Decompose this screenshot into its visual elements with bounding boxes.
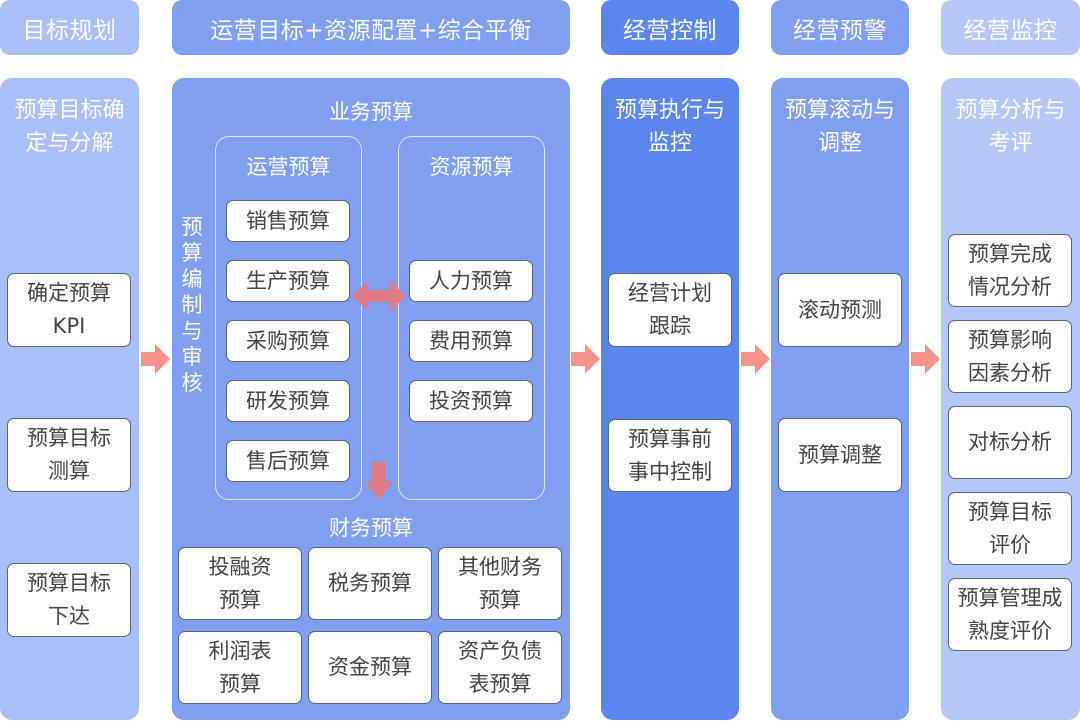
column-monitor: 预算分析与 考评 预算完成情况分析 预算影响因素分析 对标分析 预算目标评价 预… — [941, 78, 1080, 720]
box-investment-budget: 投资预算 — [409, 380, 533, 422]
box-plan-tracking: 经营计划跟踪 — [608, 273, 732, 347]
column-target-title: 预算目标确 定与分解 — [0, 94, 139, 160]
box-label: 对标分析 — [968, 430, 1052, 454]
box-label: 确定预算KPI — [27, 281, 111, 338]
box-label: 预算事前事中控制 — [628, 426, 712, 484]
title-line: 考评 — [988, 131, 1033, 156]
title-line: 调整 — [817, 131, 862, 156]
box-maturity-evaluation: 预算管理成熟度评价 — [948, 578, 1072, 651]
title-line: 监控 — [647, 131, 692, 156]
flow-arrow-icon — [141, 344, 170, 374]
box-hr-budget: 人力预算 — [409, 260, 533, 302]
flow-arrow-icon — [741, 344, 770, 374]
column-control: 预算执行与 监控 经营计划跟踪 预算事前事中控制 — [601, 78, 739, 720]
column-warning-title: 预算滚动与 调整 — [771, 94, 909, 160]
flow-arrow-icon — [571, 344, 600, 374]
box-label: 预算目标下达 — [27, 571, 111, 628]
title-line: 预算执行与 — [614, 98, 725, 123]
budget-compile-review-label: 预算编制与审核 — [181, 215, 203, 395]
operating-budget-panel: 运营预算 销售预算 生产预算 采购预算 研发预算 售后预算 — [215, 136, 362, 500]
box-label: 税务预算 — [328, 571, 412, 595]
box-budget-adjustment: 预算调整 — [778, 418, 902, 492]
flow-arrow-icon — [911, 344, 940, 374]
box-other-finance-budget: 其他财务预算 — [438, 547, 562, 620]
header-operational-monitoring: 经营监控 — [941, 0, 1080, 55]
box-rd-budget: 研发预算 — [226, 380, 350, 422]
box-financing-budget: 投融资预算 — [178, 547, 302, 620]
resource-budget-panel: 资源预算 人力预算 费用预算 投资预算 — [398, 136, 545, 500]
box-target-calc: 预算目标测算 — [7, 418, 131, 492]
box-factor-analysis: 预算影响因素分析 — [948, 320, 1072, 393]
title-line: 预算目标确 — [14, 98, 125, 123]
box-label: 预算目标测算 — [27, 426, 111, 483]
title-line: 定与分解 — [25, 131, 114, 156]
bidirectional-arrow-icon — [352, 281, 406, 311]
box-target-issue: 预算目标下达 — [7, 563, 131, 637]
box-expense-budget: 费用预算 — [409, 320, 533, 362]
box-label: 资金预算 — [328, 655, 412, 679]
box-rolling-forecast: 滚动预测 — [778, 273, 902, 347]
header-target-planning: 目标规划 — [0, 0, 139, 55]
box-income-statement-budget: 利润表预算 — [178, 631, 302, 704]
column-warning: 预算滚动与 调整 滚动预测 预算调整 — [771, 78, 909, 720]
box-completion-analysis: 预算完成情况分析 — [948, 234, 1072, 307]
column-target: 预算目标确 定与分解 确定预算KPI 预算目标测算 预算目标下达 — [0, 78, 139, 720]
box-production-budget: 生产预算 — [226, 260, 350, 302]
title-line: 预算滚动与 — [784, 98, 895, 123]
box-label: 利润表预算 — [208, 638, 272, 696]
box-label: 预算管理成熟度评价 — [957, 585, 1063, 643]
box-label: 预算影响因素分析 — [968, 327, 1052, 385]
operating-budget-title: 运营预算 — [246, 155, 331, 179]
box-sales-budget: 销售预算 — [226, 200, 350, 242]
box-target-evaluation: 预算目标评价 — [948, 492, 1072, 565]
column-monitor-title: 预算分析与 考评 — [941, 94, 1080, 160]
box-aftersales-budget: 售后预算 — [226, 440, 350, 482]
header-operational-warning: 经营预警 — [771, 0, 909, 55]
box-label: 预算完成情况分析 — [968, 241, 1052, 299]
box-label: 经营计划跟踪 — [628, 281, 712, 338]
box-cash-budget: 资金预算 — [308, 631, 432, 704]
box-tax-budget: 税务预算 — [308, 547, 432, 620]
box-benchmark-analysis: 对标分析 — [948, 406, 1072, 479]
resource-budget-title: 资源预算 — [429, 155, 514, 179]
business-budget-title: 业务预算 — [329, 100, 413, 124]
box-label: 资产负债表预算 — [458, 638, 542, 696]
down-arrow-icon — [365, 462, 393, 500]
header-operating-goals: 运营目标+资源配置+综合平衡 — [172, 0, 570, 55]
box-purchase-budget: 采购预算 — [226, 320, 350, 362]
box-balance-sheet-budget: 资产负债表预算 — [438, 631, 562, 704]
column-control-title: 预算执行与 监控 — [601, 94, 739, 160]
title-line: 预算分析与 — [955, 98, 1066, 123]
box-confirm-kpi: 确定预算KPI — [7, 273, 131, 347]
box-pre-control: 预算事前事中控制 — [608, 419, 732, 492]
box-label: 投融资预算 — [208, 554, 272, 612]
header-operational-control: 经营控制 — [601, 0, 739, 55]
finance-budget-title: 财务预算 — [329, 516, 413, 540]
box-label: 预算目标评价 — [968, 499, 1052, 557]
box-label: 其他财务预算 — [458, 554, 542, 612]
column-budgeting: 业务预算 预算编制与审核 运营预算 销售预算 生产预算 采购预算 研发预算 售后… — [172, 78, 570, 720]
